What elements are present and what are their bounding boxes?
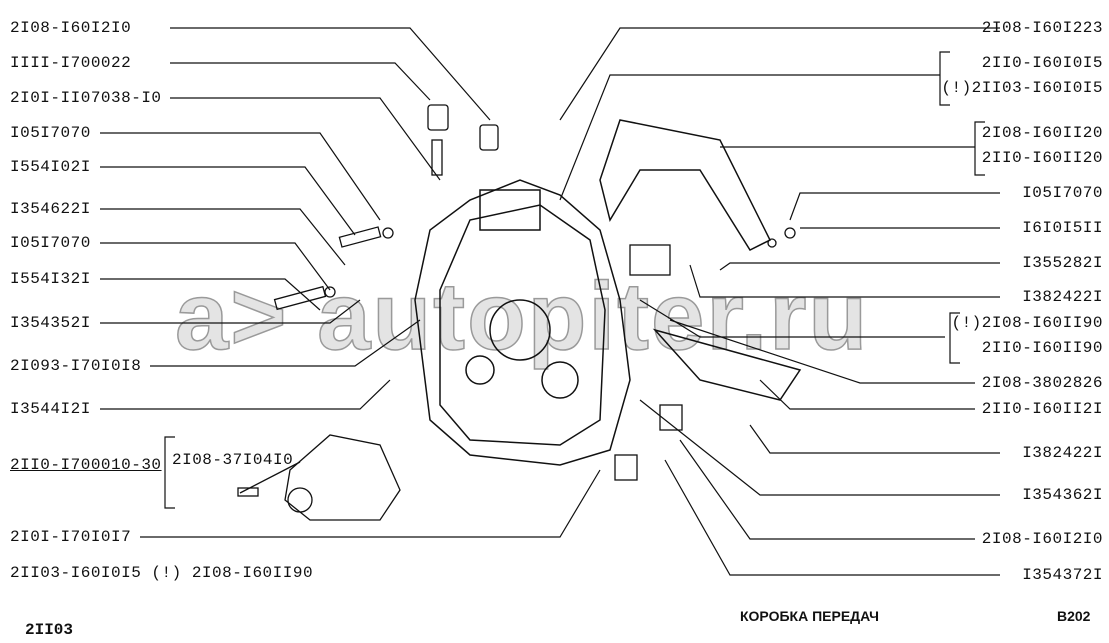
watermark: a> autopiter.ru	[174, 262, 870, 371]
part-label: I05I7070	[10, 124, 91, 142]
leader-lines	[100, 27, 1000, 576]
part-label: 2I08-I60I2I0	[10, 19, 132, 37]
part-label: 2II0-I60I0I5	[981, 54, 1103, 72]
part-label: I355282I	[1022, 254, 1103, 272]
part-label: 2II0-I60II20	[981, 149, 1103, 167]
clutch-cover-plate	[599, 119, 802, 401]
sensor-label: 2I08-37I04I0	[172, 451, 294, 469]
part-label: I354352I	[10, 314, 91, 332]
part-label: 2I08-I60I223	[981, 19, 1103, 37]
part-label: I354372I	[1022, 566, 1103, 584]
part-label: I382422I	[1022, 288, 1103, 306]
part-label: I05I7070	[1022, 184, 1103, 202]
part-label: 2II0-I60II2I	[981, 400, 1103, 418]
part-label: 2I0I-I70I0I7	[10, 528, 132, 546]
part-label: I554I02I	[10, 158, 91, 176]
part-label: I6I0I5II	[1022, 219, 1103, 237]
page-code: B202	[1057, 608, 1091, 624]
gearbox-housing	[414, 179, 631, 466]
part-label: IIII-I700022	[10, 54, 132, 72]
part-label: (!)2II03-I60I0I5	[941, 79, 1103, 97]
part-label: I05I7070	[10, 234, 91, 252]
part-label: I382422I	[1022, 444, 1103, 462]
small-parts	[273, 104, 796, 481]
part-label: I554I32I	[10, 270, 91, 288]
applicability-note: 2II03-I60I0I5 (!) 2I08-I60II90	[10, 564, 314, 582]
part-label: 2I08-3802826	[981, 374, 1103, 392]
part-label: I3544I2I	[10, 400, 91, 418]
diagram-title: КОРОБКА ПЕРЕДАЧ	[740, 608, 880, 624]
part-label: I354622I	[10, 200, 91, 218]
assembled-gearbox-thumbnail	[237, 434, 401, 521]
part-label: 2II0-I60II90	[981, 339, 1103, 357]
part-label: 2I08-I60I2I0	[981, 530, 1103, 548]
part-label: 2I093-I70I0I8	[10, 357, 142, 375]
part-label: 2I0I-II07038-I0	[10, 89, 162, 107]
part-label: 2I08-I60II20	[981, 124, 1103, 142]
model-code: 2II03	[25, 621, 74, 639]
part-label: (!)2I08-I60II90	[951, 314, 1103, 332]
assembly-label: 2II0-I700010-30	[10, 456, 162, 474]
part-label: I354362I	[1022, 486, 1103, 504]
